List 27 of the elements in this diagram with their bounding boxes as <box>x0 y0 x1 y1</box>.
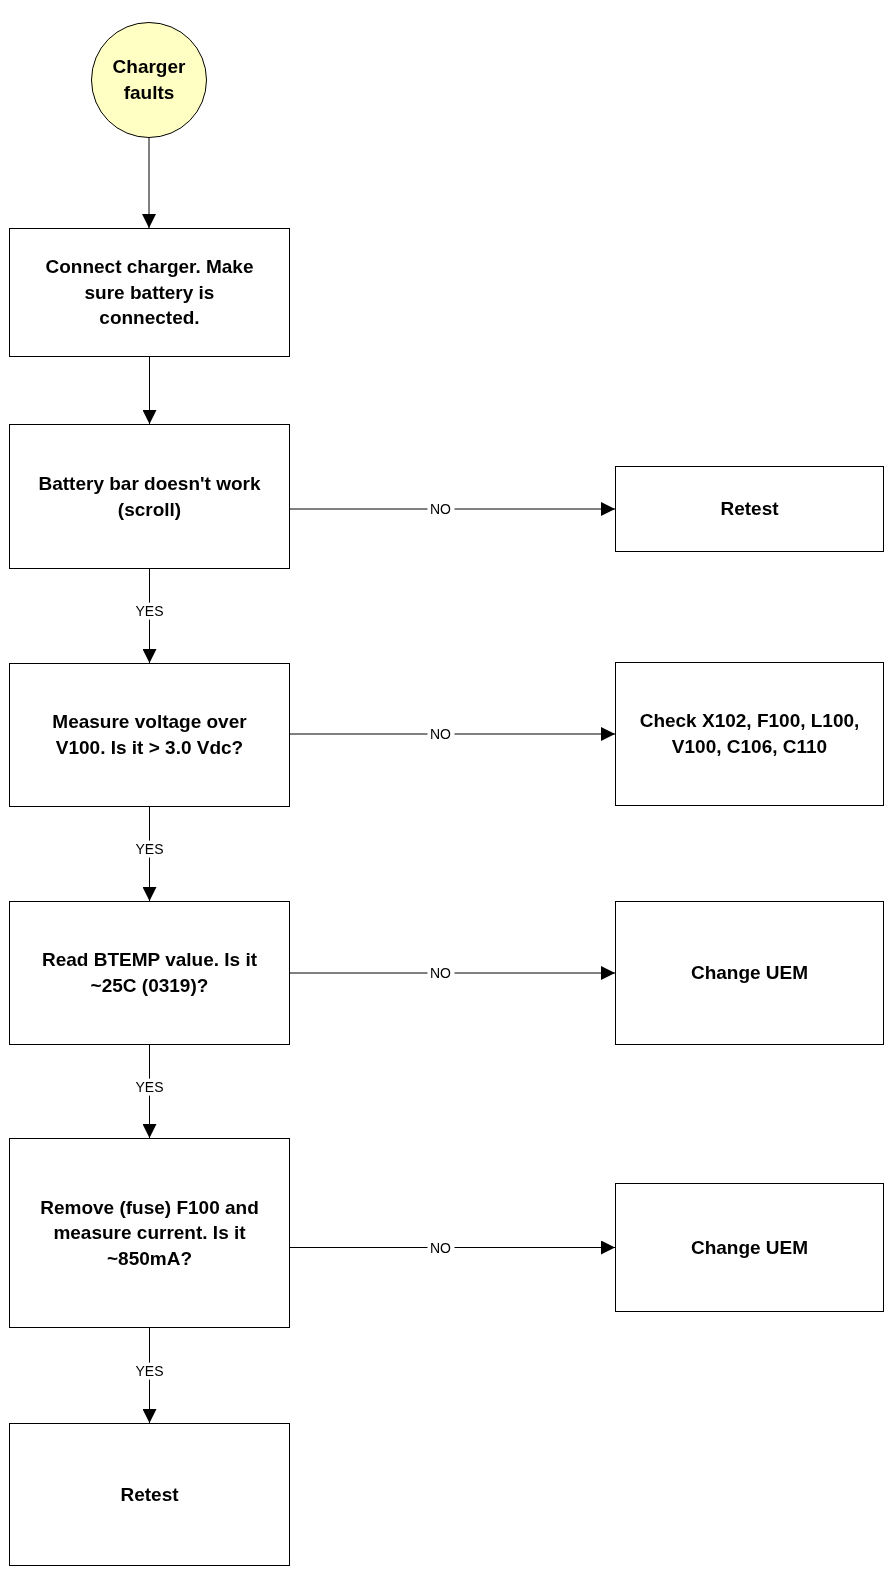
box-text: Charger faults <box>112 55 186 105</box>
box-text: Retest <box>720 497 779 522</box>
process-box <box>615 1183 884 1312</box>
arrow <box>289 727 616 741</box>
process-box <box>615 901 884 1045</box>
process-box <box>9 228 290 357</box>
box-text: Read BTEMP value. Is it ~25C (0319)? <box>40 948 259 998</box>
arrow <box>289 1240 616 1255</box>
arrow <box>142 137 156 229</box>
process-box <box>9 901 290 1045</box>
box-text: Change UEM <box>690 1235 809 1260</box>
process-box <box>615 466 884 552</box>
box-text: Measure voltage over V100. Is it > 3.0 Vdc? <box>51 710 248 760</box>
box-text: Check X102, F100, L100, V100, C106, C110 <box>638 709 861 759</box>
arrow <box>289 966 616 980</box>
box-text: Retest <box>120 1482 179 1507</box>
arrow <box>289 502 616 516</box>
process-box <box>615 662 884 806</box>
box-text: Change UEM <box>690 961 809 986</box>
process-box <box>9 663 290 807</box>
process-box <box>9 424 290 569</box>
arrow <box>142 356 157 425</box>
process-box <box>9 1138 290 1328</box>
process-box <box>9 1423 290 1566</box>
box-text: Remove (fuse) F100 and measure current. Is it ~850mA? <box>39 1195 260 1271</box>
box-text: Connect charger. Make sure battery is connected. <box>44 255 255 331</box>
box-text: Battery bar doesn't work (scroll) <box>37 471 262 522</box>
